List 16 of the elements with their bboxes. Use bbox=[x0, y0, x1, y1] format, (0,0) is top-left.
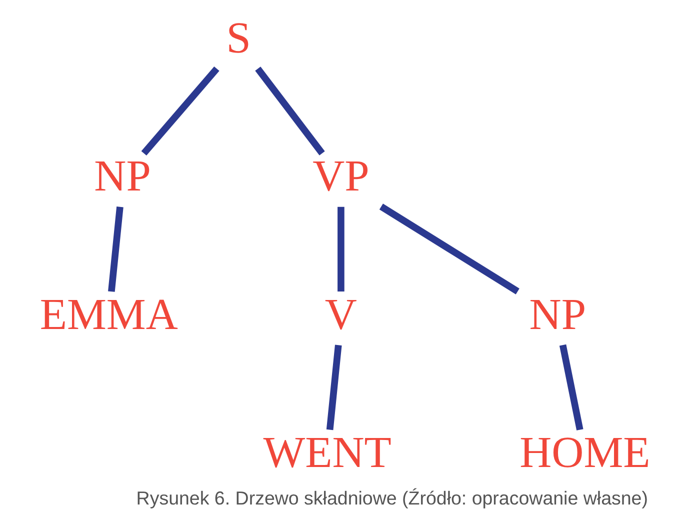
node-text: NP bbox=[94, 150, 151, 201]
connector bbox=[108, 206, 124, 292]
node-text: EMMA bbox=[40, 288, 178, 339]
connector bbox=[255, 66, 325, 156]
node-text: WENT bbox=[263, 427, 392, 477]
connector bbox=[141, 66, 220, 156]
node-text: HOME bbox=[520, 427, 650, 477]
node-text: VP bbox=[312, 150, 370, 201]
connector bbox=[379, 204, 520, 294]
node-text: NP bbox=[529, 288, 586, 339]
connector bbox=[326, 344, 342, 430]
node-text: S bbox=[226, 12, 251, 62]
caption: Rysunek 6. Drzewo składniowe (Źródło: opracowanie własne) bbox=[136, 488, 648, 509]
connector bbox=[559, 344, 584, 430]
connector bbox=[338, 206, 344, 292]
node-text: V bbox=[324, 288, 357, 339]
